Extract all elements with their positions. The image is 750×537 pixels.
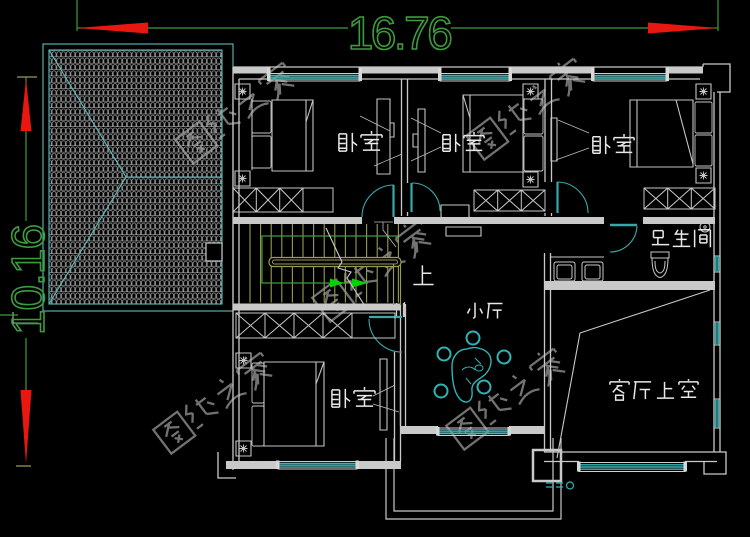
- svg-text:16.76: 16.76: [348, 7, 452, 59]
- svg-text:10.16: 10.16: [2, 225, 54, 335]
